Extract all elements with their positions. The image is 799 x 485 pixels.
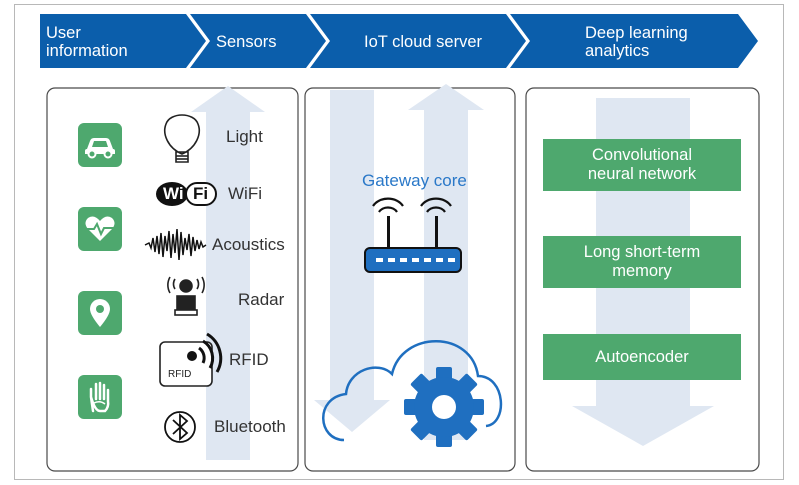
header-banner bbox=[40, 14, 758, 68]
car-icon bbox=[78, 123, 122, 167]
model-autoencoder-label: Autoencoder bbox=[595, 347, 689, 366]
sensor-label-bluetooth: Bluetooth bbox=[214, 417, 286, 436]
sensor-label-light: Light bbox=[226, 127, 263, 146]
header-step-user-information bbox=[40, 14, 206, 68]
sensor-label-wifi: WiFi bbox=[228, 184, 262, 203]
light-bulb-icon bbox=[164, 114, 200, 163]
sound-wave-icon bbox=[144, 228, 207, 261]
wifi-logo-text: Wi Fi bbox=[159, 183, 219, 205]
header-step-iot-cloud bbox=[310, 14, 526, 68]
header-label-sensors: Sensors bbox=[216, 33, 277, 51]
model-lstm-label: Long short-term memory bbox=[583, 243, 701, 280]
header-label-iot-cloud: IoT cloud server bbox=[364, 33, 482, 51]
gear-icon bbox=[404, 367, 484, 447]
router-icon bbox=[364, 197, 462, 273]
sensor-label-rfid: RFID bbox=[229, 350, 269, 369]
bluetooth-icon bbox=[164, 411, 196, 443]
wifi-logo-icon bbox=[156, 182, 217, 206]
sensor-label-acoustics: Acoustics bbox=[212, 235, 285, 254]
model-lstm: Long short-term memory bbox=[543, 236, 741, 288]
rfid-tag-icon bbox=[159, 332, 223, 387]
cloud-icon bbox=[322, 340, 503, 442]
cloud-down-arrow bbox=[314, 90, 390, 432]
hand-icon bbox=[78, 375, 122, 419]
radar-icon bbox=[167, 276, 205, 316]
heart-pulse-icon bbox=[78, 207, 122, 251]
wifi-logo-fi: Fi bbox=[193, 184, 209, 203]
rfid-tag-text: RFID bbox=[168, 369, 192, 380]
header-step-deep-learning bbox=[510, 14, 758, 68]
gateway-core-label: Gateway core bbox=[362, 171, 467, 190]
model-cnn-label: Convolutional neural network bbox=[587, 146, 697, 183]
model-autoencoder: Autoencoder bbox=[543, 334, 741, 380]
header-label-deep-learning: Deep learning analytics bbox=[585, 24, 688, 60]
location-pin-icon bbox=[78, 291, 122, 335]
header-step-sensors bbox=[190, 14, 326, 68]
model-cnn: Convolutional neural network bbox=[543, 139, 741, 191]
wifi-logo-wi: Wi bbox=[163, 184, 184, 203]
sensor-label-radar: Radar bbox=[238, 290, 285, 309]
header-label-user-information: User information bbox=[46, 24, 128, 60]
